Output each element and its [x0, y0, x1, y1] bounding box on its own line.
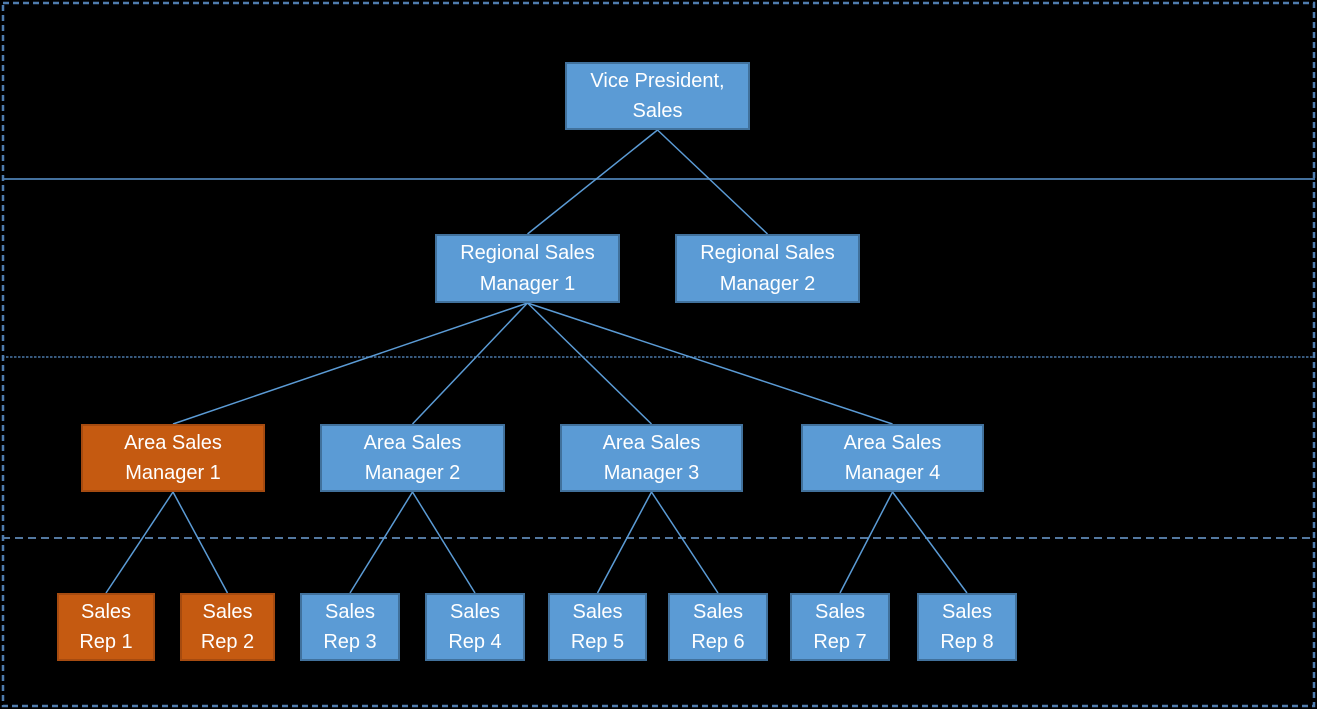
org-node-label-line1: Area Sales	[602, 431, 701, 454]
org-node-label-line2: Rep 8	[940, 631, 994, 653]
org-node-label-line1: Sales	[692, 600, 744, 623]
org-node-vp[interactable]: Vice President, Sales	[565, 62, 750, 130]
org-node-label-line1: Area Sales	[124, 431, 222, 454]
connector-rsm1-asm4	[527, 302, 893, 425]
org-node-label-line2: Manager 2	[719, 272, 816, 295]
connector-asm1-sr2	[172, 491, 229, 594]
org-node-label-line2: Rep 2	[200, 631, 255, 653]
connector-rsm1-asm1	[172, 302, 528, 425]
org-node-label-line1: Sales	[202, 600, 253, 623]
org-node-label-line2: Manager 3	[603, 462, 700, 484]
org-node-label-line1: Sales	[941, 600, 993, 623]
connector-asm3-sr5	[596, 491, 653, 594]
org-node-label-line2: Sales	[632, 100, 683, 122]
org-node-label-line2: Rep 3	[323, 631, 377, 653]
org-node-label-line1: Area Sales	[843, 431, 942, 454]
org-node-label-line1: Area Sales	[363, 431, 462, 454]
org-node-label-line2: Manager 1	[479, 272, 576, 295]
connector-rsm1-asm2	[411, 302, 529, 425]
org-node-label-line2: Rep 7	[813, 631, 867, 653]
connector-asm2-sr4	[411, 491, 476, 594]
org-node-label-line2: Rep 1	[79, 631, 133, 653]
org-node-label-line1: Regional Sales	[460, 242, 595, 265]
org-node-label-line1: Sales	[80, 600, 132, 623]
connector-asm4-sr8	[891, 491, 968, 594]
connector-vp-rsm1	[527, 129, 658, 235]
org-node-label-line1: Vice President,	[590, 69, 725, 92]
connector-rsm1-asm3	[526, 302, 653, 425]
org-node-label-line1: Sales	[814, 600, 866, 623]
org-node-label-line2: Rep 6	[691, 631, 745, 653]
org-node-label-line1: Sales	[449, 600, 501, 623]
org-node-label-line1: Regional Sales	[700, 242, 835, 265]
connector-asm1-sr1	[105, 491, 174, 594]
connector-asm4-sr7	[839, 491, 894, 594]
org-node-label-line2: Rep 4	[448, 631, 502, 653]
org-node-label-line2: Manager 2	[364, 462, 461, 484]
org-node-label-line2: Rep 5	[570, 631, 625, 653]
connector-asm3-sr6	[650, 491, 719, 594]
org-node-label-line2: Manager 1	[125, 462, 221, 484]
org-node-label-line2: Manager 4	[844, 462, 941, 484]
org-node-label-line1: Sales	[324, 600, 376, 623]
connector-vp-rsm2	[656, 129, 769, 235]
org-node-label-line1: Sales	[572, 600, 623, 623]
connector-asm2-sr3	[349, 491, 414, 594]
